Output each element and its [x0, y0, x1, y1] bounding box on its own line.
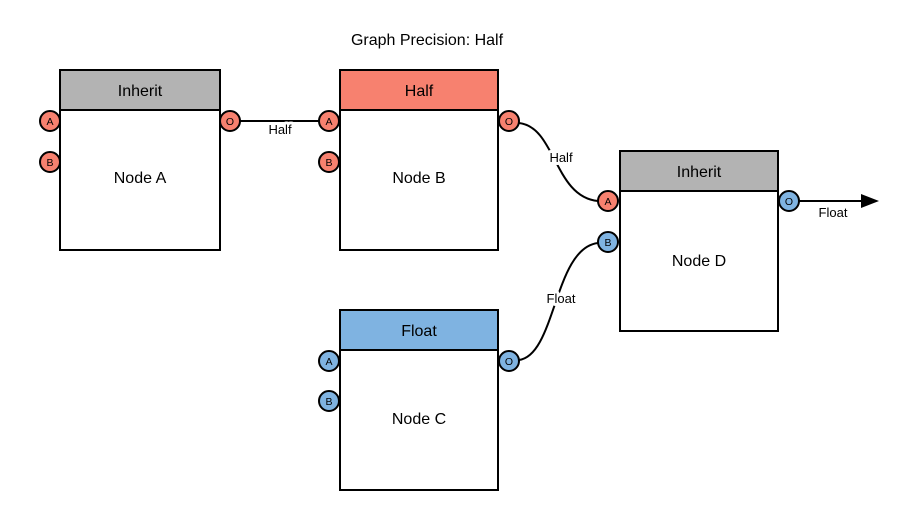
- node-d-header: [619, 150, 779, 192]
- graph-title: Graph Precision: Half: [351, 32, 504, 49]
- edge-label-c-to-d: Float: [547, 291, 576, 306]
- node-c-output-label: O: [505, 356, 513, 368]
- edge-c-to-d: [518, 242, 599, 361]
- node-c-precision-label: Float: [401, 323, 437, 340]
- node-b-input-a-port: [318, 110, 340, 132]
- node-d-precision-label: Inherit: [677, 164, 722, 181]
- node-c: Float Node C A B O: [318, 309, 520, 491]
- node-b-input-a-label: A: [325, 116, 332, 128]
- node-d-input-b-label: B: [604, 237, 611, 249]
- edge-label-d-output: Float: [819, 205, 848, 220]
- node-a-input-b-label: B: [46, 157, 53, 169]
- node-a-name: Node A: [114, 170, 167, 187]
- node-c-input-a-port: [318, 350, 340, 372]
- node-d: Inherit Node D A B O: [597, 150, 800, 332]
- node-a-header: [59, 69, 221, 111]
- node-d-input-a-label: A: [604, 196, 611, 208]
- node-a: Inherit Node A A B O: [39, 69, 241, 251]
- node-d-name: Node D: [672, 253, 726, 270]
- node-a-output-port: [219, 110, 241, 132]
- node-d-input-a-port: [597, 190, 619, 212]
- node-a-precision-label: Inherit: [118, 83, 163, 100]
- node-c-input-b-port: [318, 390, 340, 412]
- node-b: Half Node B A B O: [318, 69, 520, 251]
- node-c-input-b-label: B: [325, 396, 332, 408]
- output-arrow-icon: [861, 194, 879, 208]
- node-d-output-label: O: [785, 196, 793, 208]
- node-a-input-a-port: [39, 110, 61, 132]
- node-c-header: [339, 309, 499, 351]
- node-b-output-label: O: [505, 116, 513, 128]
- node-d-input-b-port: [597, 231, 619, 253]
- node-a-output-label: O: [226, 116, 234, 128]
- node-c-name: Node C: [392, 411, 446, 428]
- edge-label-a-to-b: Half: [268, 122, 292, 137]
- node-b-input-b-label: B: [325, 157, 332, 169]
- node-d-output-port: [778, 190, 800, 212]
- node-b-output-port: [498, 110, 520, 132]
- node-a-input-a-label: A: [46, 116, 53, 128]
- node-b-input-b-port: [318, 151, 340, 173]
- node-c-output-port: [498, 350, 520, 372]
- node-a-input-b-port: [39, 151, 61, 173]
- node-c-input-a-label: A: [325, 356, 332, 368]
- node-b-header: [339, 69, 499, 111]
- edge-label-b-to-d: Half: [549, 150, 573, 165]
- edge-b-to-d: [518, 122, 599, 202]
- edges: Half Half Float Float: [240, 119, 879, 361]
- node-b-name: Node B: [392, 170, 445, 187]
- node-b-precision-label: Half: [405, 83, 434, 100]
